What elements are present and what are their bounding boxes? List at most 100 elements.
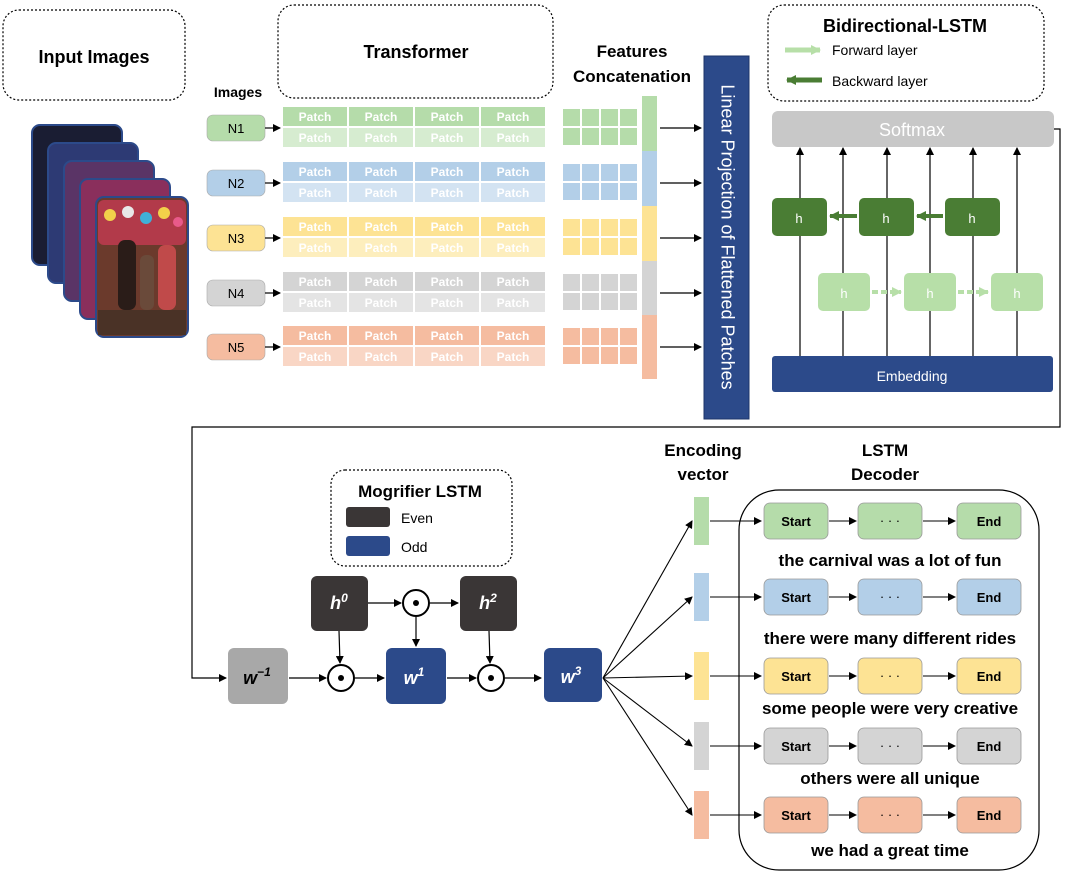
image-label: N1 <box>228 121 245 136</box>
patch-label: Patch <box>497 186 530 200</box>
forward-node-2 <box>904 273 956 311</box>
backward-node-2 <box>859 198 914 236</box>
feature-cell <box>601 109 618 126</box>
decoder-container <box>738 489 1040 871</box>
feature-cell <box>563 328 580 345</box>
feature-vector-bar <box>642 151 657 215</box>
feature-cell <box>601 347 618 364</box>
input-image-stack <box>31 124 189 338</box>
patch-cell <box>349 183 413 202</box>
feature-cell <box>601 293 618 310</box>
feature-cell <box>601 328 618 345</box>
start-token-label: Start <box>781 739 811 754</box>
ellipsis-token-box <box>857 727 923 765</box>
patch-label: Patch <box>365 350 398 364</box>
feature-cell <box>620 347 637 364</box>
bilstm-title: Bidirectional-LSTM <box>823 16 987 36</box>
encoding-vector-bar <box>694 652 709 700</box>
patch-cell <box>415 238 479 257</box>
feature-cell <box>620 274 637 291</box>
start-token-label: Start <box>781 669 811 684</box>
start-token-box <box>763 796 829 834</box>
patch-cell <box>349 128 413 147</box>
patch-label: Patch <box>365 275 398 289</box>
softmax-label: Softmax <box>879 120 945 140</box>
feature-cell <box>563 219 580 236</box>
patch-label: Patch <box>431 110 464 124</box>
start-token-label: Start <box>781 514 811 529</box>
backward-layer-label: Backward layer <box>832 73 928 89</box>
ellipsis-token-box <box>857 657 923 695</box>
patch-label: Patch <box>365 220 398 234</box>
svg-text:h: h <box>968 211 975 226</box>
patch-cell <box>349 293 413 312</box>
patch-label: Patch <box>497 329 530 343</box>
feature-cell <box>582 347 599 364</box>
w3-node <box>544 648 602 702</box>
patch-label: Patch <box>497 165 530 179</box>
start-token-box <box>763 657 829 695</box>
even-swatch <box>346 507 390 527</box>
patch-cell <box>283 128 347 147</box>
patch-cell <box>283 293 347 312</box>
encoding-vector-bar <box>694 497 709 545</box>
patch-cell <box>349 107 413 126</box>
patch-cell <box>481 326 545 345</box>
start-token-box <box>763 578 829 616</box>
encoding-vector-bar <box>694 573 709 621</box>
patch-label: Patch <box>299 186 332 200</box>
patch-label: Patch <box>497 275 530 289</box>
bilstm-network: Softmax Embedding h h h h h h <box>772 111 1054 392</box>
patch-cell <box>415 128 479 147</box>
end-token-label: End <box>977 739 1002 754</box>
patch-label: Patch <box>431 131 464 145</box>
patch-cell <box>349 217 413 236</box>
feature-cell <box>601 219 618 236</box>
patch-cell <box>349 162 413 181</box>
image-label: N5 <box>228 340 245 355</box>
patch-label: Patch <box>497 296 530 310</box>
ellipsis-label: · · · <box>880 738 900 753</box>
feature-cell <box>601 183 618 200</box>
feature-cell <box>620 293 637 310</box>
section-connector-line <box>191 128 1061 682</box>
patch-cell <box>481 238 545 257</box>
patch-cell <box>481 293 545 312</box>
w-minus1-node <box>228 648 288 704</box>
patch-cell <box>415 326 479 345</box>
patch-label: Patch <box>365 165 398 179</box>
caption-text: some people were very creative <box>762 699 1018 718</box>
start-token-label: Start <box>781 590 811 605</box>
end-token-box <box>956 657 1022 695</box>
patch-cell <box>283 162 347 181</box>
patch-cell <box>415 183 479 202</box>
patch-cell <box>283 347 347 366</box>
ellipsis-label: · · · <box>880 589 900 604</box>
transformer-header: Transformer <box>277 4 554 99</box>
end-token-box <box>956 502 1022 540</box>
even-label: Even <box>401 510 433 526</box>
patch-cell <box>349 326 413 345</box>
patch-label: Patch <box>497 241 530 255</box>
softmax-bar <box>772 111 1054 147</box>
patch-cell <box>283 107 347 126</box>
feature-cell <box>620 128 637 145</box>
decoder-label-line1: LSTM <box>862 441 908 460</box>
patch-label: Patch <box>431 220 464 234</box>
patch-label: Patch <box>299 165 332 179</box>
patch-label: Patch <box>365 296 398 310</box>
linear-projection-block: Linear Projection of Flattened Patches <box>703 55 750 420</box>
feature-cell <box>582 164 599 181</box>
patch-cell <box>481 162 545 181</box>
feature-cell <box>563 128 580 145</box>
feature-cell <box>563 109 580 126</box>
end-token-label: End <box>977 669 1002 684</box>
carnival-photo <box>95 196 189 338</box>
patch-label: Patch <box>299 296 332 310</box>
